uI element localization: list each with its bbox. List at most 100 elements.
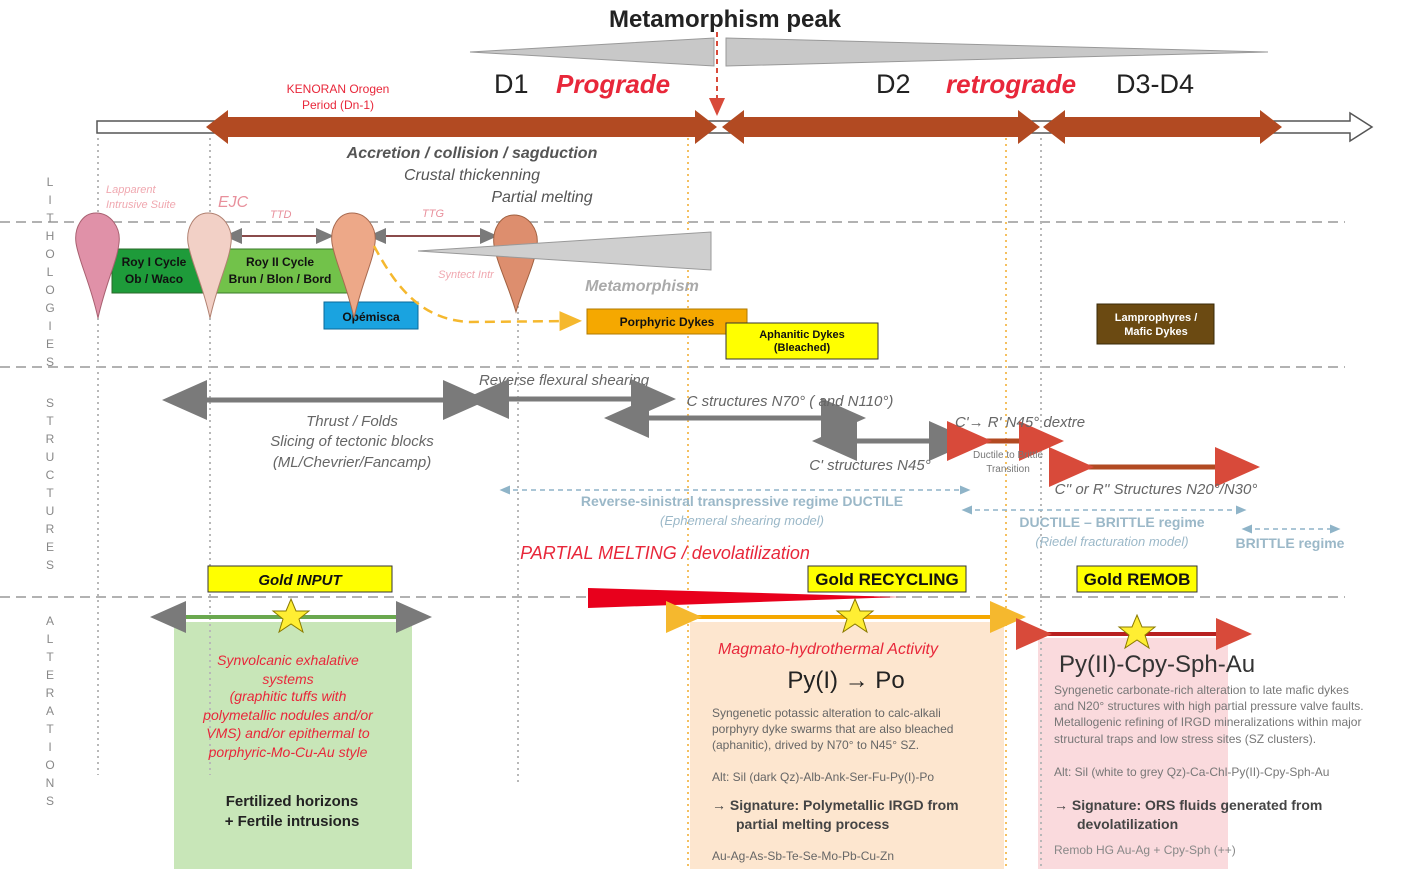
gold-recycling-label: Gold RECYCLING bbox=[815, 570, 959, 589]
side-letter-alt-0: A bbox=[46, 614, 54, 628]
side-letter-lith-10: S bbox=[46, 355, 54, 369]
gold-remob-box bbox=[1076, 565, 1198, 593]
synvolcanic-line-5: porphyric-Mo-Cu-Au style bbox=[208, 744, 368, 760]
lapparent-label-2: Intrusive Suite bbox=[106, 199, 176, 211]
syn-carb-text: Syngenetic carbonate-rich alteration to … bbox=[1054, 683, 1364, 746]
carbonate-line-3: structural traps and low stress sites (S… bbox=[1054, 732, 1316, 746]
side-letter-lith-4: O bbox=[45, 247, 54, 261]
side-letter-alt-7: I bbox=[48, 740, 51, 754]
side-letter-lith-0: L bbox=[47, 175, 54, 189]
fertilized-label-1: Fertilized horizons bbox=[226, 793, 359, 810]
side-letter-str-3: U bbox=[46, 450, 55, 464]
signature1-text: → Signature: Polymetallic IRGD from parti… bbox=[712, 797, 959, 832]
metamorphism-wedge bbox=[417, 231, 712, 271]
opemisca-box bbox=[323, 301, 419, 330]
side-letter-lith-8: I bbox=[48, 319, 51, 333]
roy2-label-2: Brun / Blon / Bord bbox=[229, 272, 332, 286]
pluton-dark bbox=[493, 214, 538, 314]
side-letter-lith-6: O bbox=[45, 283, 54, 297]
d2-label: D2 bbox=[876, 69, 911, 99]
lapparent-label-1: Lapparent bbox=[106, 184, 156, 196]
brittle-label: BRITTLE regime bbox=[1236, 535, 1345, 551]
gold-input-box bbox=[207, 565, 393, 593]
synvolcanic-line-0: Synvolcanic exhalative bbox=[217, 652, 359, 668]
roy1-label-1: Roy I Cycle bbox=[122, 255, 187, 269]
kenoran-label-1: KENORAN Orogen bbox=[287, 82, 390, 96]
side-letter-lith-9: E bbox=[46, 337, 54, 351]
elements-label: Au-Ag-As-Sb-Te-Se-Mo-Pb-Cu-Zn bbox=[712, 849, 894, 863]
aphanitic-box bbox=[725, 322, 879, 360]
synvolcanic-line-4: VMS) and/or epithermal to bbox=[206, 725, 370, 741]
ml-label: (ML/Chevrier/Fancamp) bbox=[273, 454, 431, 471]
side-letter-str-8: E bbox=[46, 540, 54, 554]
roy1-label-2: Ob / Waco bbox=[125, 272, 183, 286]
side-letter-str-9: S bbox=[46, 558, 54, 572]
remob-panel bbox=[1038, 638, 1228, 869]
side-letter-alt-5: A bbox=[46, 704, 54, 718]
prograde-label: Prograde bbox=[556, 69, 670, 99]
accretion-label: Accretion / collision / sagduction bbox=[346, 145, 598, 162]
pluton-salmon bbox=[331, 212, 376, 319]
side-letter-str-4: C bbox=[46, 468, 55, 482]
d1-label: D1 bbox=[494, 69, 529, 99]
pypo-label: Py(I) → Po bbox=[787, 667, 904, 694]
ductile-brittle-label-1: Ductile to Brittle bbox=[973, 450, 1043, 461]
d34-label: D3-D4 bbox=[1116, 69, 1194, 99]
lamprophyre-label-1: Lamprophyres / bbox=[1115, 312, 1198, 324]
reverse-flexural-label: Reverse flexural shearing bbox=[479, 372, 650, 389]
signature2-text: → Signature: ORS fluids generated fromde… bbox=[1054, 797, 1322, 832]
gold-recycling-box bbox=[807, 565, 967, 593]
side-letter-str-2: R bbox=[46, 432, 55, 446]
lamprophyre-box bbox=[1096, 303, 1215, 345]
side-letter-lith-2: T bbox=[46, 211, 54, 225]
alt1-label: Alt: Sil (dark Qz)-Alb-Ank-Ser-Fu-Py(I)-… bbox=[712, 770, 934, 784]
star-remob-icon bbox=[1117, 613, 1157, 650]
lamprophyre-label-2: Mafic Dykes bbox=[1124, 326, 1188, 338]
cr-label: C'→ R' N45° dextre bbox=[955, 414, 1085, 431]
side-letter-alt-2: T bbox=[46, 650, 54, 664]
fertilized-panel bbox=[174, 622, 412, 869]
synvolcanic-line-2: (graphitic tuffs with bbox=[230, 688, 347, 704]
carbonate-line-1: and N20° structures with high partial pr… bbox=[1054, 699, 1364, 713]
ttg-label: TTG bbox=[422, 208, 444, 220]
pluton-pink bbox=[75, 212, 120, 319]
side-letter-lith-7: G bbox=[45, 301, 54, 315]
aphanitic-label-2: (Bleached) bbox=[774, 342, 831, 354]
gold-input-label: Gold INPUT bbox=[258, 572, 343, 589]
star-recycling-icon bbox=[835, 597, 875, 634]
ejc-label: EJC bbox=[218, 194, 249, 211]
fertilized-label-2: + Fertile intrusions bbox=[225, 813, 360, 830]
signature2-line-1: devolatilization bbox=[1077, 816, 1178, 832]
opemisca-label: Opémisca bbox=[342, 310, 400, 324]
side-letter-str-6: U bbox=[46, 504, 55, 518]
porphyric-label: Porphyric Dykes bbox=[620, 315, 715, 329]
opemisca-dashed-arrow bbox=[372, 245, 582, 332]
signature1-line-0: → Signature: Polymetallic IRGD from bbox=[712, 797, 959, 813]
d1-orogen-arrow bbox=[206, 110, 717, 144]
potassic-line-0: Syngenetic potassic alteration to calc-a… bbox=[712, 706, 941, 720]
ductile-brittle-label-2: Transition bbox=[986, 464, 1030, 475]
c-prime-label: C' structures N45° bbox=[809, 457, 930, 474]
side-letter-str-0: S bbox=[46, 396, 54, 410]
side-letter-lith-5: L bbox=[47, 265, 54, 279]
signature1-line-1: partial melting process bbox=[736, 816, 889, 832]
side-letter-str-7: R bbox=[46, 522, 55, 536]
crustal-label: Crustal thickenning bbox=[404, 167, 540, 184]
side-label-lithologies: LIT HOL OGI ES bbox=[45, 175, 54, 369]
syn-potassic-text: Syngenetic potassic alteration to calc-a… bbox=[712, 706, 953, 752]
carbonate-line-2: Metallogenic refining of IRGD mineraliza… bbox=[1054, 715, 1361, 729]
synvolcanic-text: Synvolcanic exhalative systems(graphitic … bbox=[202, 652, 374, 760]
side-letter-alt-8: O bbox=[45, 758, 54, 772]
c-structures-label: C structures N70° ( and N110°) bbox=[687, 393, 894, 410]
side-letter-lith-3: H bbox=[46, 229, 55, 243]
magmato-panel bbox=[690, 622, 1004, 869]
ephemeral-label: (Ephemeral shearing model) bbox=[660, 513, 824, 528]
c2-label: C'' or R'' Structures N20°/N30° bbox=[1055, 481, 1258, 498]
side-label-structures: STR UCT URE S bbox=[46, 396, 55, 572]
kenoran-label-2: Period (Dn-1) bbox=[302, 98, 374, 112]
carbonate-line-0: Syngenetic carbonate-rich alteration to … bbox=[1054, 683, 1349, 697]
alt2-label: Alt: Sil (white to grey Qz)-Ca-Chl-Py(II… bbox=[1054, 765, 1329, 779]
synvolcanic-line-1: systems bbox=[262, 671, 313, 687]
db-regime-label: DUCTILE – BRITTLE regime bbox=[1019, 514, 1204, 530]
gold-remob-label: Gold REMOB bbox=[1084, 570, 1191, 589]
